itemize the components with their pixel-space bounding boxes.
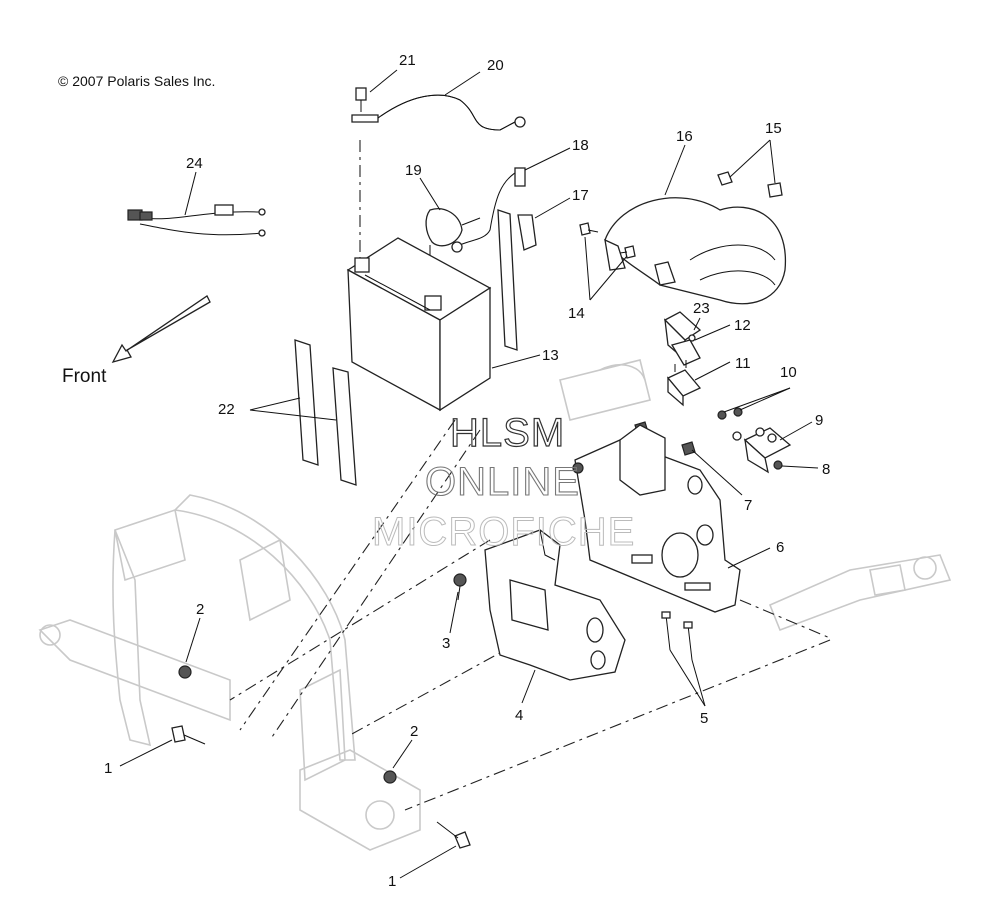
- battery-cable-20: [351, 94, 526, 131]
- callout-16: 16: [676, 128, 693, 145]
- battery-tray-4: [484, 529, 626, 681]
- callout-15: 15: [765, 120, 782, 137]
- callout-5: 5: [700, 710, 708, 727]
- nut-2b: [383, 770, 397, 784]
- callout-9: 9: [815, 412, 823, 429]
- callout-2b: 2: [410, 723, 418, 740]
- callout-6: 6: [776, 539, 784, 556]
- callout-24: 24: [186, 155, 203, 172]
- chassis-frame: [38, 359, 952, 851]
- callout-12: 12: [734, 317, 751, 334]
- fuse-holder-12: [671, 334, 701, 366]
- callout-22: 22: [218, 401, 235, 418]
- front-arrow-icon: [111, 295, 211, 364]
- watermark-line1: HLSM: [450, 411, 565, 455]
- circuit-breaker-11: [666, 360, 702, 407]
- assembly-lines: [229, 140, 831, 811]
- nut-8: [773, 460, 783, 470]
- leader-lines: [119, 69, 819, 879]
- nut-2a: [178, 665, 192, 679]
- battery-cable-18: [451, 167, 526, 253]
- watermark-line2: ONLINE: [425, 460, 580, 504]
- terminal-cap-19: [425, 208, 481, 247]
- nut-3: [453, 573, 467, 601]
- wire-harness-24: [127, 204, 266, 237]
- cover-16: [604, 197, 786, 305]
- callout-4: 4: [515, 707, 523, 724]
- terminal-boot-17: [517, 214, 537, 251]
- callout-2a: 2: [196, 601, 204, 618]
- callout-19: 19: [405, 162, 422, 179]
- copyright-text: © 2007 Polaris Sales Inc.: [58, 73, 215, 89]
- callout-8: 8: [822, 461, 830, 478]
- bracket-6: [572, 424, 741, 613]
- screw-14: [579, 222, 636, 259]
- bolt-1a: [171, 725, 206, 745]
- callout-21: 21: [399, 52, 416, 69]
- bolt-21: [355, 87, 367, 112]
- callout-1b: 1: [388, 873, 396, 890]
- callout-10: 10: [780, 364, 797, 381]
- push-nut-15: [717, 171, 783, 198]
- solenoid-9: [732, 427, 792, 474]
- callout-18: 18: [572, 137, 589, 154]
- watermark: HLSM ONLINE MICROFICHE: [372, 410, 635, 554]
- callout-23: 23: [693, 300, 710, 317]
- pad-22: [294, 209, 518, 486]
- rivet-5: [661, 611, 693, 661]
- callout-17: 17: [572, 187, 589, 204]
- callout-3: 3: [442, 635, 450, 652]
- front-label: Front: [62, 366, 107, 387]
- callout-14: 14: [568, 305, 585, 322]
- bolt-1b: [436, 821, 471, 849]
- callout-1a: 1: [104, 760, 112, 777]
- watermark-line3: MICROFICHE: [372, 510, 635, 554]
- callout-11: 11: [735, 355, 751, 372]
- callout-7: 7: [744, 497, 752, 514]
- battery-13: [346, 237, 492, 412]
- callout-13: 13: [542, 347, 559, 364]
- callout-20: 20: [487, 57, 504, 74]
